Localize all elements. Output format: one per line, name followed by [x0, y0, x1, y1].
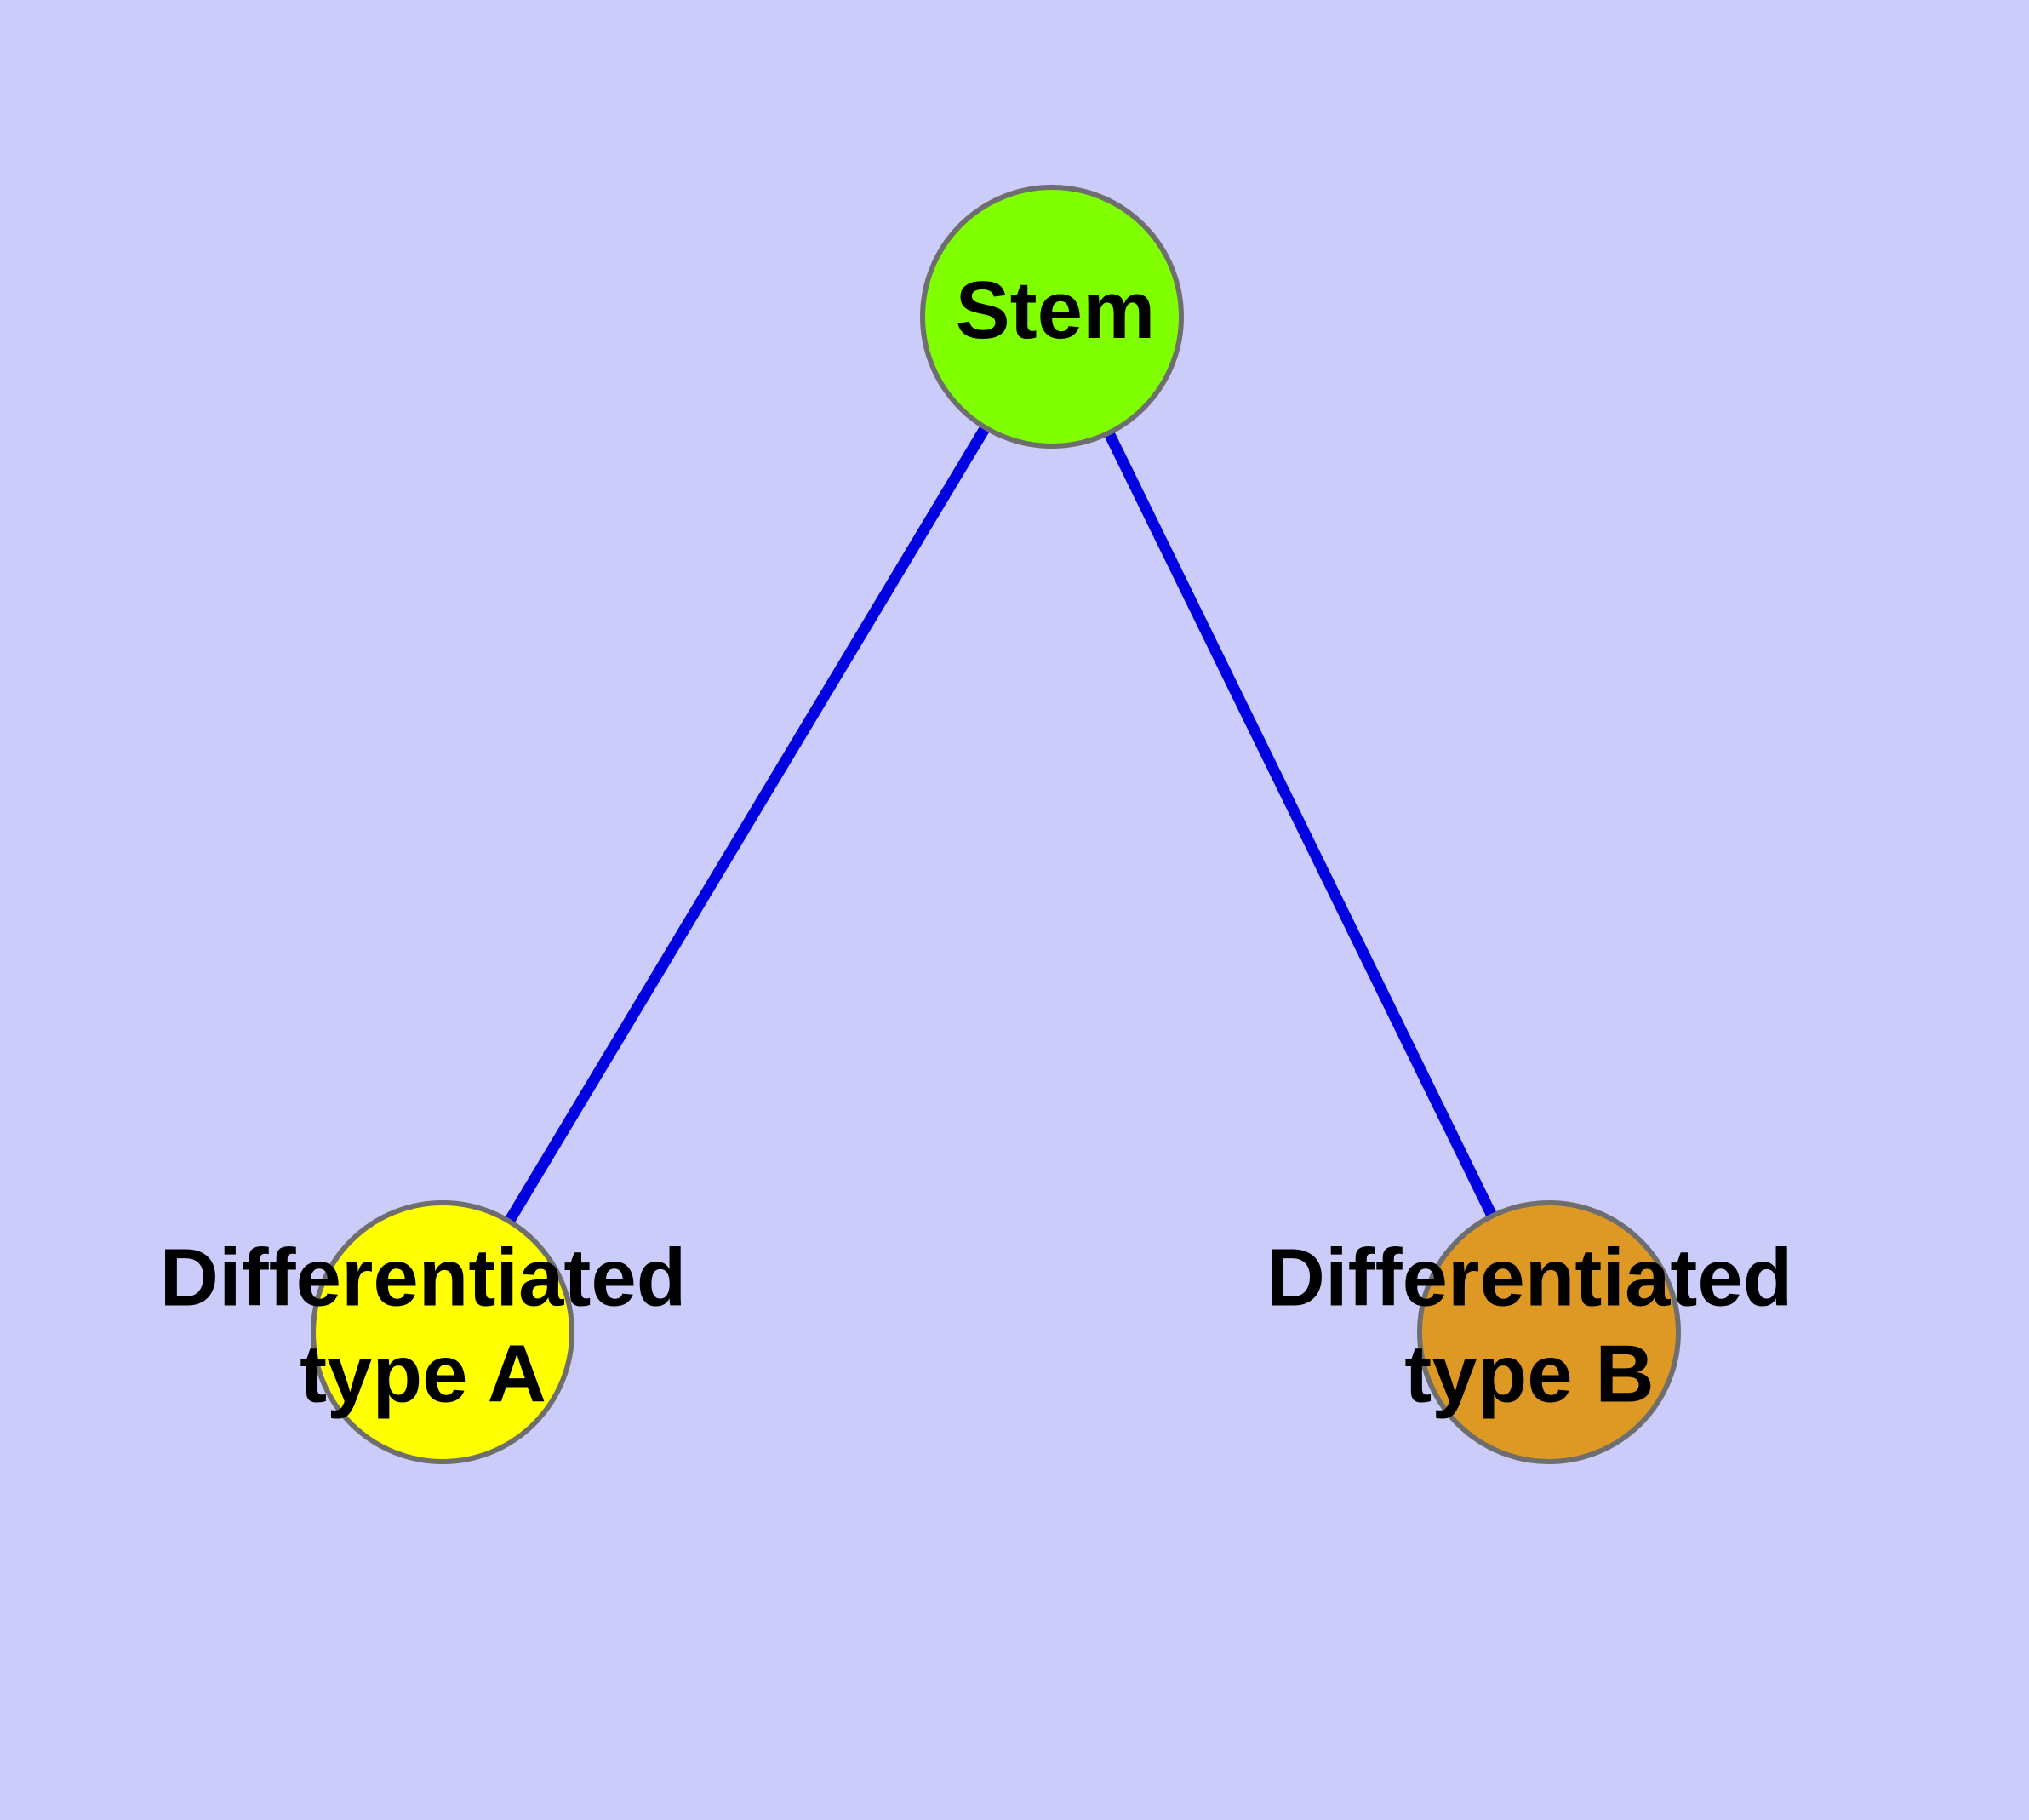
node-label-line: type A [300, 1329, 546, 1420]
node-circle-diff_b[interactable] [1417, 1200, 1681, 1464]
node-circle-stem[interactable] [920, 185, 1184, 449]
node-label-line: Differentiated [160, 1233, 687, 1324]
node-label-line: type B [1404, 1329, 1654, 1420]
edge-stem-diff-a[interactable] [437, 313, 1057, 1336]
edges-layer [437, 313, 1554, 1336]
node-circles [311, 185, 1681, 1464]
node-label-line: Stem [956, 265, 1156, 356]
node-label-stem: Stem [956, 265, 1156, 356]
node-label-line: Differentiated [1266, 1233, 1793, 1324]
node-circle-diff_a[interactable] [311, 1200, 574, 1464]
edge-stem-diff-b[interactable] [1047, 314, 1554, 1335]
